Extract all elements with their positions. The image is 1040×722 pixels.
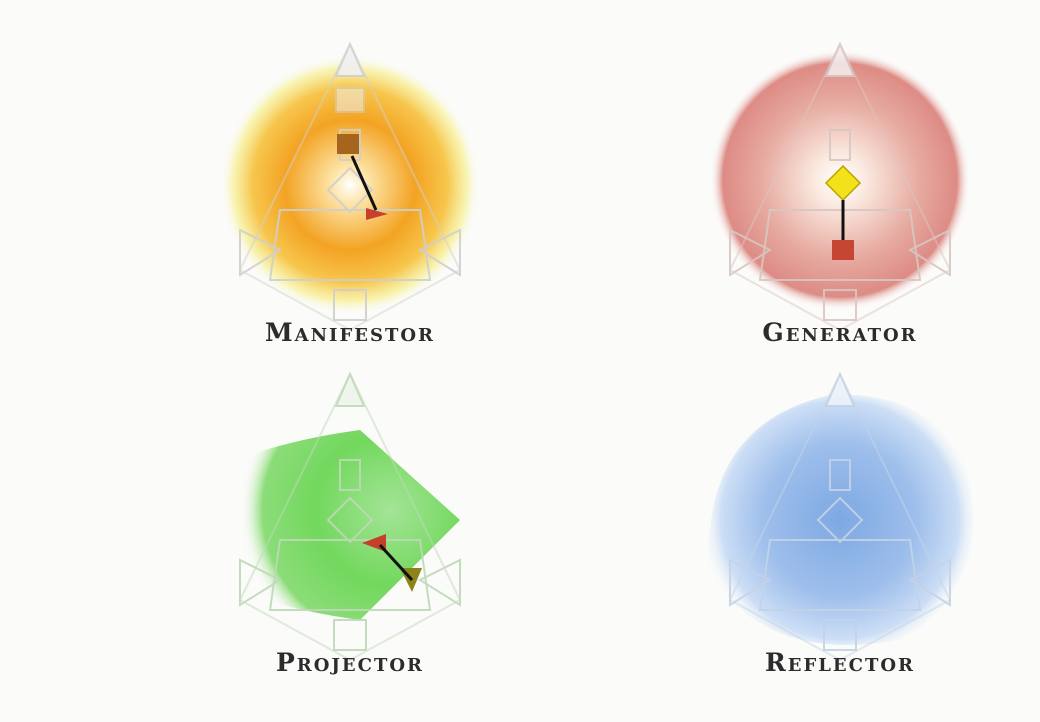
- generator-bodygraph-icon: [710, 41, 970, 332]
- manifestor-label: Manifestor: [264, 318, 436, 347]
- manifestor-card: Manifestor: [130, 30, 570, 370]
- generator-label: Generator: [762, 318, 918, 347]
- projector-card: Projector: [130, 360, 570, 700]
- manifestor-bodygraph-icon: [220, 41, 480, 332]
- projector-bodygraph-icon: [130, 371, 462, 662]
- generator-card: Generator: [620, 30, 1040, 370]
- projector-label: Projector: [275, 648, 425, 677]
- reflector-label: Reflector: [764, 648, 915, 677]
- reflector-bodygraph-icon: [707, 371, 974, 662]
- reflector-card: Reflector: [620, 360, 1040, 700]
